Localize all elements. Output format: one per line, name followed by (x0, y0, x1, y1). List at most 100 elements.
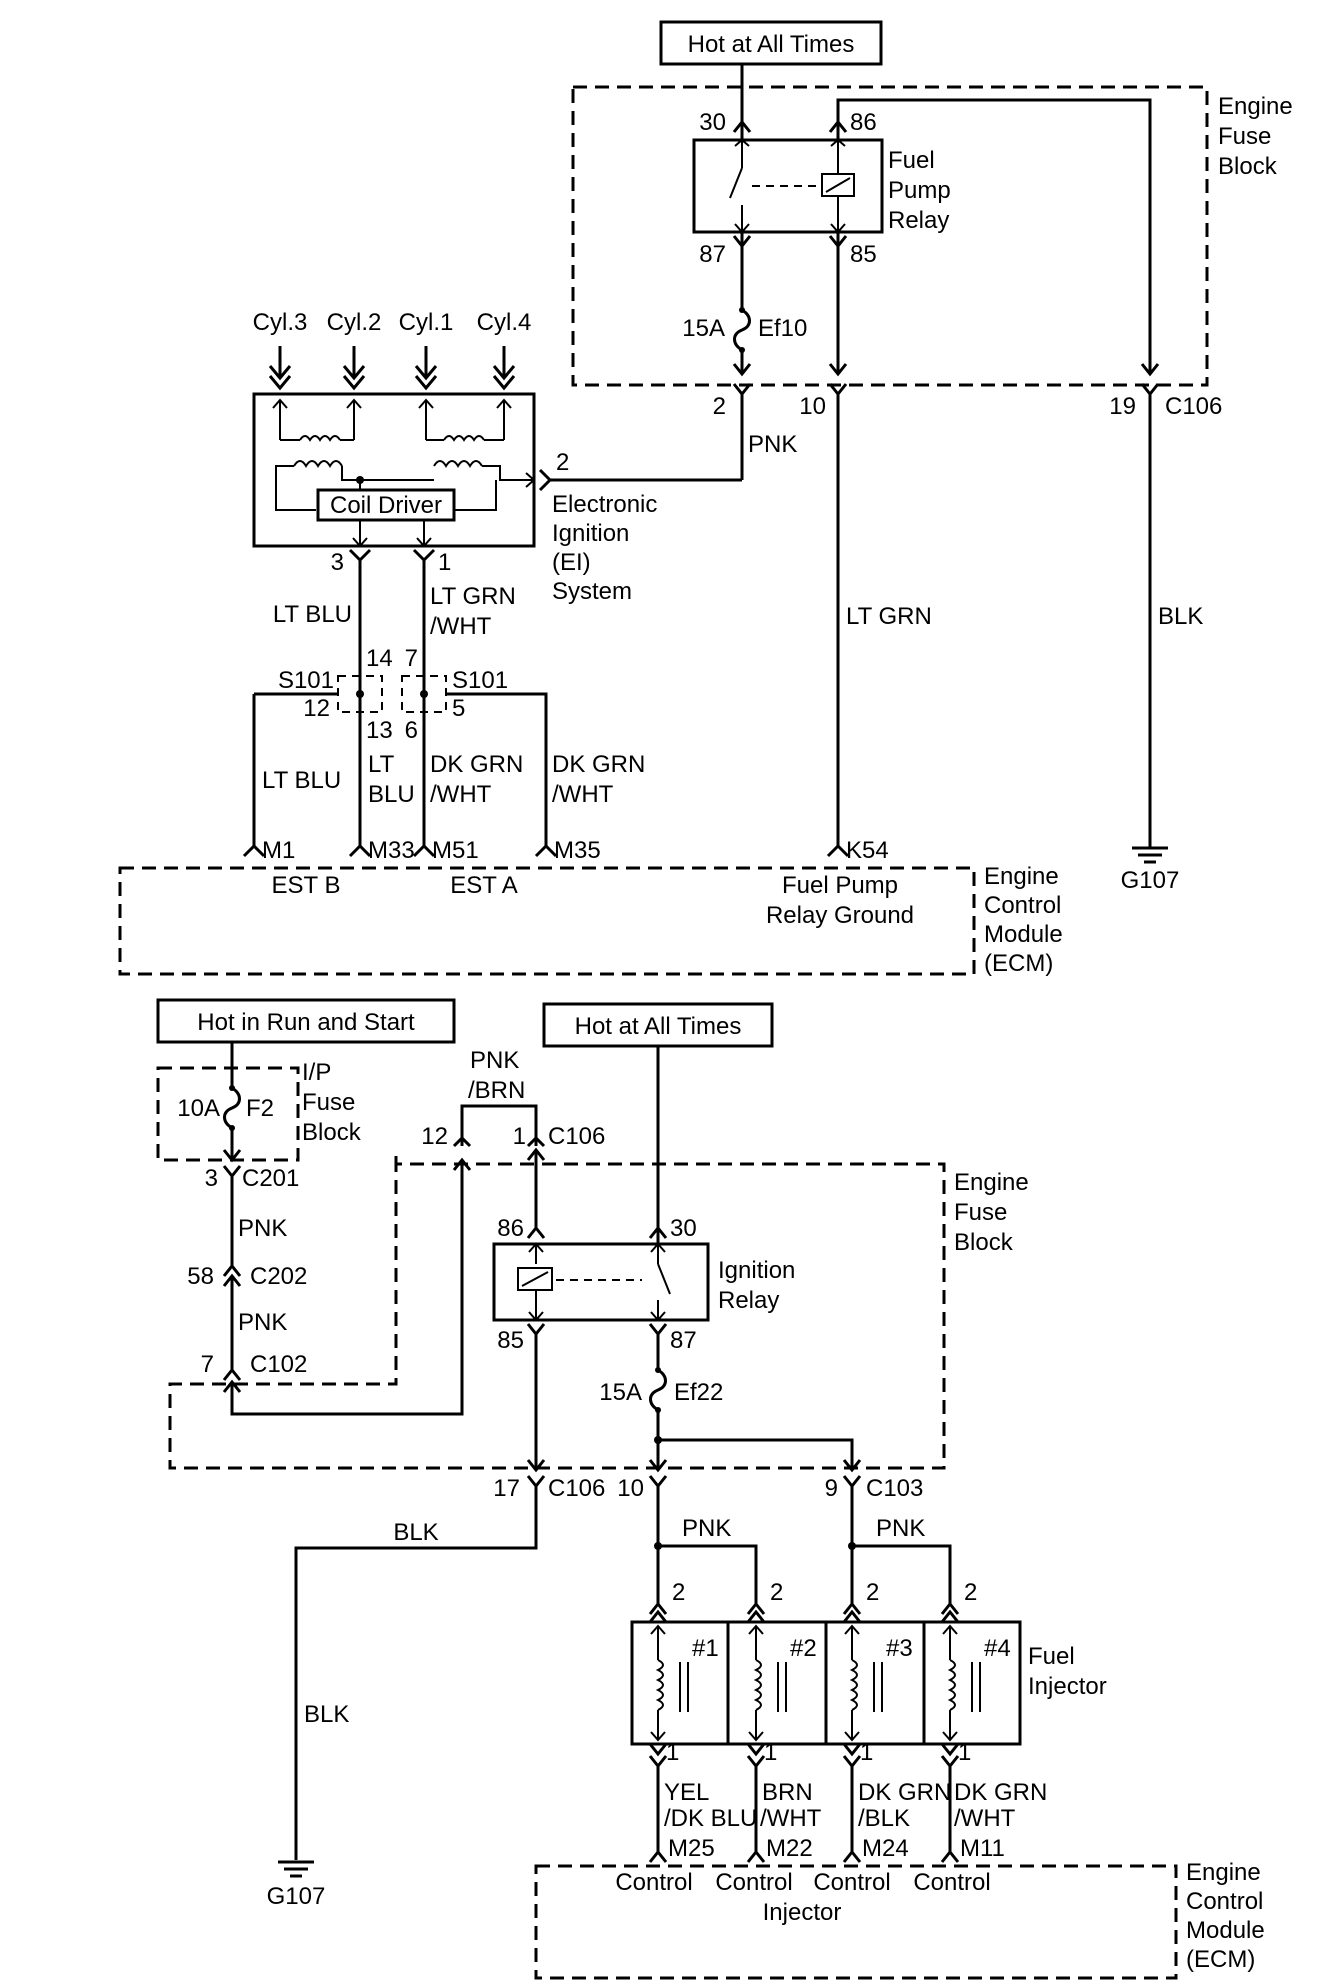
svg-text:Ignition: Ignition (552, 520, 629, 547)
svg-text:6: 6 (405, 717, 418, 744)
bottom-ground-g107: G107 (267, 1860, 326, 1910)
svg-text:Fuel: Fuel (888, 147, 935, 174)
svg-text:Block: Block (302, 1119, 362, 1146)
svg-text:C201: C201 (242, 1165, 299, 1192)
svg-text:Cyl.1: Cyl.1 (399, 309, 454, 336)
fuel-injector-1: #1 (650, 1624, 719, 1742)
svg-text:PNK: PNK (238, 1215, 287, 1242)
svg-text:LT GRN: LT GRN (430, 583, 516, 610)
svg-text:DK GRN: DK GRN (858, 1779, 951, 1806)
svg-text:Hot in Run and Start: Hot in Run and Start (197, 1009, 415, 1036)
svg-text:12: 12 (303, 695, 330, 722)
svg-text:Control: Control (913, 1869, 990, 1896)
svg-text:C106: C106 (548, 1123, 605, 1150)
svg-text:BLU: BLU (368, 781, 415, 808)
svg-text:Hot at All Times: Hot at All Times (575, 1013, 742, 1040)
ignition-relay: 86 30 85 87 Ignition Relay (492, 1046, 795, 1354)
injector-number-label: #1 (692, 1635, 719, 1662)
svg-text:C106: C106 (1165, 393, 1222, 420)
svg-text:Relay Ground: Relay Ground (766, 902, 914, 929)
svg-text:Pump: Pump (888, 177, 951, 204)
svg-text:K54: K54 (846, 837, 889, 864)
svg-text:M24: M24 (862, 1835, 909, 1862)
svg-text:Engine: Engine (1186, 1859, 1261, 1886)
injector-bottom-pins: 1 1 1 1 (648, 1739, 971, 1769)
svg-text:M33: M33 (368, 837, 415, 864)
svg-text:Fuse: Fuse (302, 1089, 355, 1116)
svg-text:Ef22: Ef22 (674, 1379, 723, 1406)
svg-text:EST A: EST A (450, 872, 518, 899)
svg-text:Control: Control (984, 892, 1061, 919)
svg-text:Coil Driver: Coil Driver (330, 492, 442, 519)
svg-text:G107: G107 (267, 1883, 326, 1910)
svg-text:/WHT: /WHT (552, 781, 614, 808)
top-ecm-outline (118, 866, 976, 976)
svg-text:LT: LT (368, 751, 395, 778)
svg-text:7: 7 (405, 645, 418, 672)
svg-text:14: 14 (366, 645, 393, 672)
svg-text:19: 19 (1109, 393, 1136, 420)
svg-text:Injector: Injector (1028, 1673, 1107, 1700)
svg-text:10A: 10A (177, 1095, 220, 1122)
fuel-pump-relay: 30 86 87 85 Fuel Pump Relay (692, 105, 951, 268)
svg-text:C106: C106 (548, 1475, 605, 1502)
svg-text:Control: Control (1186, 1888, 1263, 1915)
svg-text:2: 2 (713, 393, 726, 420)
svg-text:PNK: PNK (876, 1515, 925, 1542)
svg-text:Module: Module (984, 921, 1063, 948)
fuel-injector-4: #4 (942, 1624, 1011, 1742)
svg-text:BRN: BRN (762, 1779, 813, 1806)
svg-text:13: 13 (366, 717, 393, 744)
svg-text:M1: M1 (262, 837, 295, 864)
svg-text:10: 10 (799, 393, 826, 420)
svg-text:System: System (552, 578, 632, 605)
cylinder-outputs: Cyl.3 Cyl.2 Cyl.1 Cyl.4 (253, 309, 532, 391)
svg-text:Engine: Engine (984, 863, 1059, 890)
svg-text:7: 7 (201, 1351, 214, 1378)
svg-text:3: 3 (205, 1165, 218, 1192)
svg-text:15A: 15A (599, 1379, 642, 1406)
svg-text:C102: C102 (250, 1351, 307, 1378)
svg-text:1: 1 (860, 1739, 873, 1766)
svg-text:M35: M35 (554, 837, 601, 864)
svg-text:Electronic: Electronic (552, 491, 657, 518)
svg-text:M22: M22 (766, 1835, 813, 1862)
svg-text:15A: 15A (682, 315, 725, 342)
svg-text:86: 86 (850, 109, 877, 136)
svg-text:M51: M51 (432, 837, 479, 864)
svg-text:Fuse: Fuse (1218, 123, 1271, 150)
svg-text:Ignition: Ignition (718, 1257, 795, 1284)
svg-text:BLK: BLK (304, 1701, 349, 1728)
svg-text:(ECM): (ECM) (984, 950, 1053, 977)
svg-text:87: 87 (699, 241, 726, 268)
svg-text:85: 85 (850, 241, 877, 268)
svg-text:10: 10 (617, 1475, 644, 1502)
ei-system-label: Electronic Ignition (EI) System (552, 491, 657, 605)
svg-text:Module: Module (1186, 1917, 1265, 1944)
svg-text:DK GRN: DK GRN (552, 751, 645, 778)
svg-text:Block: Block (1218, 153, 1278, 180)
svg-text:YEL: YEL (664, 1779, 709, 1806)
svg-text:/WHT: /WHT (430, 781, 492, 808)
svg-text:PNK: PNK (748, 431, 797, 458)
injector-number-label: #4 (984, 1635, 1011, 1662)
svg-text:M25: M25 (668, 1835, 715, 1862)
svg-text:/DK BLU: /DK BLU (664, 1805, 757, 1832)
bottom-ecm-pins: M25 M22 M24 M11 (648, 1835, 1005, 1863)
svg-text:Hot at All Times: Hot at All Times (688, 31, 855, 58)
svg-text:S101: S101 (278, 667, 334, 694)
bottom-hot-at-all-times: Hot at All Times (542, 1002, 774, 1048)
bottom-engine-fuse-block-outline (168, 1156, 946, 1470)
svg-text:Cyl.4: Cyl.4 (477, 309, 532, 336)
hot-in-run-and-start: Hot in Run and Start (156, 998, 456, 1044)
svg-text:Ef10: Ef10 (758, 315, 807, 342)
top-c106-connector: 2 10 19 C106 (713, 383, 1222, 420)
top-engine-fuse-block-label: Engine Fuse Block (1218, 93, 1293, 180)
svg-text:2: 2 (866, 1579, 879, 1606)
svg-text:86: 86 (497, 1215, 524, 1242)
svg-text:PNK: PNK (238, 1309, 287, 1336)
svg-text:Block: Block (954, 1229, 1014, 1256)
fuse-ef22: 15A Ef22 (599, 1334, 862, 1473)
svg-text:1: 1 (958, 1739, 971, 1766)
fuel-injector-block (630, 1620, 1022, 1746)
